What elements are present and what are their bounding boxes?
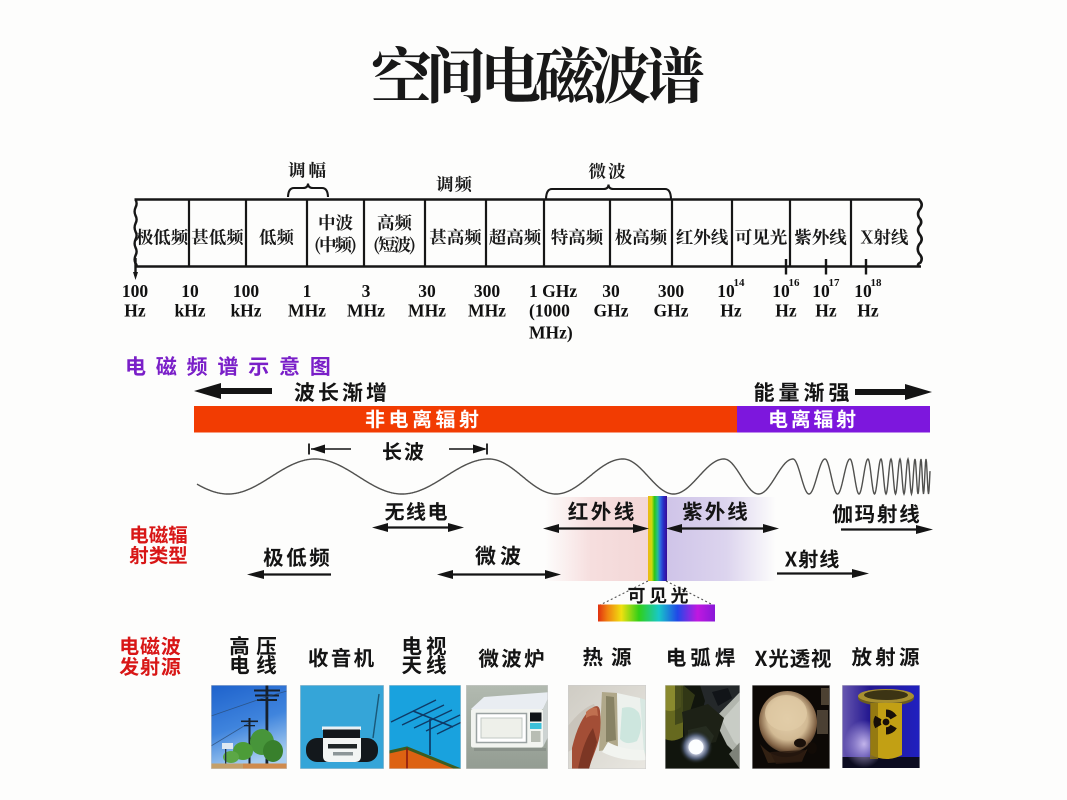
svg-text:30: 30 bbox=[418, 281, 436, 301]
svg-text:10: 10 bbox=[717, 281, 735, 301]
svg-text:kHz: kHz bbox=[230, 301, 261, 321]
svg-text:1: 1 bbox=[303, 281, 312, 301]
svg-text:300: 300 bbox=[658, 281, 685, 301]
svg-text:10: 10 bbox=[854, 281, 872, 301]
svg-text:10: 10 bbox=[181, 281, 199, 301]
svg-text:GHz: GHz bbox=[654, 301, 689, 321]
svg-text:10: 10 bbox=[772, 281, 790, 301]
svg-text:Hz: Hz bbox=[857, 301, 879, 321]
svg-text:Hz: Hz bbox=[815, 301, 837, 321]
svg-text:14: 14 bbox=[734, 277, 746, 289]
svg-text:10: 10 bbox=[812, 281, 830, 301]
svg-text:Hz: Hz bbox=[720, 301, 742, 321]
svg-text:1 GHz: 1 GHz bbox=[529, 281, 577, 301]
svg-text:300: 300 bbox=[474, 281, 501, 301]
svg-text:GHz: GHz bbox=[594, 301, 629, 321]
svg-text:3: 3 bbox=[362, 281, 371, 301]
svg-text:MHz): MHz) bbox=[529, 323, 573, 343]
svg-text:18: 18 bbox=[871, 277, 883, 289]
svg-text:MHz: MHz bbox=[468, 301, 506, 321]
svg-text:Hz: Hz bbox=[775, 301, 797, 321]
svg-text:kHz: kHz bbox=[174, 301, 205, 321]
svg-text:17: 17 bbox=[829, 277, 841, 289]
svg-text:MHz: MHz bbox=[408, 301, 446, 321]
svg-text:100: 100 bbox=[122, 281, 149, 301]
svg-text:MHz: MHz bbox=[347, 301, 385, 321]
svg-text:MHz: MHz bbox=[288, 301, 326, 321]
svg-text:16: 16 bbox=[789, 277, 801, 289]
svg-text:30: 30 bbox=[602, 281, 620, 301]
svg-text:100: 100 bbox=[233, 281, 260, 301]
svg-text:Hz: Hz bbox=[124, 301, 146, 321]
svg-text:(1000: (1000 bbox=[529, 301, 570, 321]
